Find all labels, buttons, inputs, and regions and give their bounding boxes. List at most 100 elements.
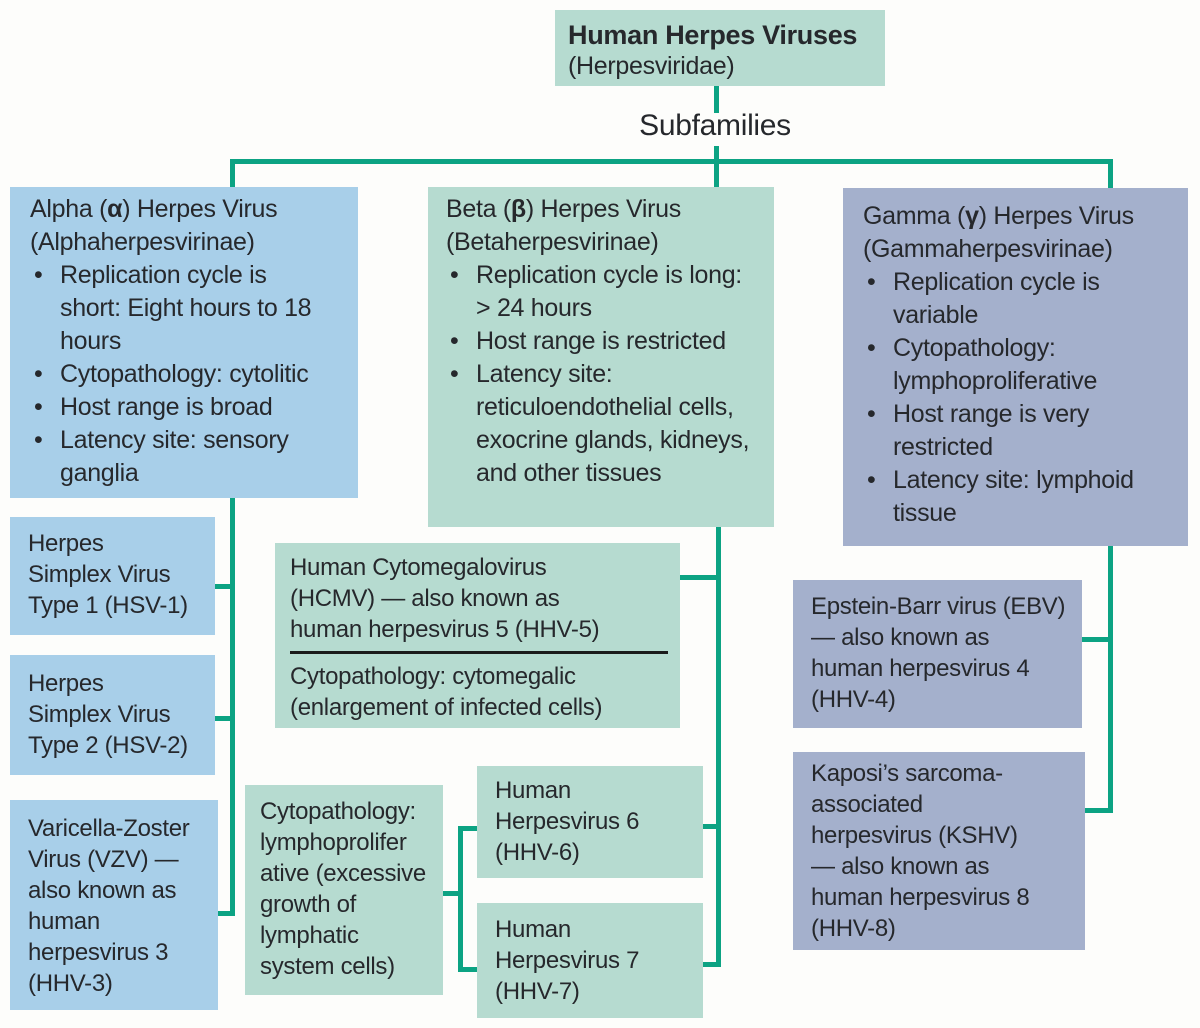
beta-greek-letter: β [510,195,526,223]
alpha-bullet-item: Cytopathology: cytolitic [30,358,332,391]
note-text-line: system cells) [260,953,395,980]
hhv6-text-line: Herpesvirus 6 [495,808,640,835]
hhv7-text-line: (HHV-7) [495,978,580,1005]
beta-family-subtitle: (Betaherpesvirinae) [446,228,659,256]
hhv6-text-line: (HHV-6) [495,839,580,866]
connector-branch-horizontal [230,159,1113,164]
hhv7-text-line: Human [495,916,571,943]
gamma-bullet-item: Latency site: lymphoid tissue [863,464,1174,530]
connector-vzv-elbow [218,911,235,916]
gamma-family-subtitle: (Gammaherpesvirinae) [863,235,1113,263]
ebv-text-line: human herpesvirus 4 [811,655,1030,682]
hsv1-text-line: Type 1 (HSV-1) [28,592,188,619]
connector-alpha-chain [230,498,235,916]
connector-beta-chain [716,527,721,967]
hcmv-cytopathology-line: (enlargement of infected cells) [290,694,603,721]
connector-note-bracket-bottom-stub [458,967,479,972]
hcmv-name-line: (HCMV) — also known as [290,585,560,612]
vzv-text-line: human [28,908,100,935]
connector-hcmv-tick [680,575,716,580]
connector-hhv7-elbow [702,962,716,967]
connector-hhv6-tick [702,824,716,829]
gamma-bullet-list: Replication cycle is variableCytopatholo… [863,266,1174,530]
gamma-bullet-item: Replication cycle is variable [863,266,1174,332]
beta-bullet-item: Replication cycle is long: > 24 hours [446,259,760,325]
connector-note-bracket-mid-stub [441,891,460,896]
note-text-line: Cytopathology: [260,798,416,825]
gamma-family-box: Gamma (γ) Herpes Virus (Gammaherpesvirin… [843,188,1188,546]
ebv-box: Epstein-Barr virus (EBV) — also known as h… [793,580,1082,728]
alpha-title-suffix: ) Herpes Virus [122,195,278,223]
root-subtitle: (Herpesviridae) [568,52,735,80]
connector-gamma-drop [1108,159,1113,189]
beta-bullet-item: Host range is restricted [446,325,760,358]
beta-bullet-item: Latency site: reticuloendothelial cells,… [446,358,760,490]
note-text-line: lymphoprolifer [260,829,407,856]
kshv-text-line: herpesvirus (KSHV) [811,822,1018,849]
connector-root-stem-lower [714,146,719,187]
vzv-text-line: Varicella-Zoster [28,815,190,842]
kshv-text-line: human herpesvirus 8 [811,884,1030,911]
alpha-title-prefix: Alpha ( [30,195,108,223]
hhv6-text-line: Human [495,777,571,804]
ebv-text-line: — also known as [811,624,990,651]
hcmv-name-line: human herpesvirus 5 (HHV-5) [290,616,600,643]
connector-gamma-chain [1108,546,1113,813]
ebv-text-line: (HHV-4) [811,686,896,713]
beta-bullet-list: Replication cycle is long: > 24 hoursHos… [446,259,760,490]
gamma-title-prefix: Gamma ( [863,202,966,230]
kshv-text-line: associated [811,791,923,818]
connector-ebv-tick [1081,637,1108,642]
alpha-bullet-item: Replication cycle is short: Eight hours … [30,259,332,358]
alpha-bullet-item: Latency site: sensory ganglia [30,424,332,490]
hcmv-name: Human Cytomegalovirus (HCMV) — also known… [290,552,670,645]
hsv2-text-line: Herpes [28,670,104,697]
connector-note-bracket-top-stub [458,826,479,831]
note-text-line: lymphatic [260,922,359,949]
gamma-bullet-item: Cytopathology: lymphoproliferative [863,332,1174,398]
kshv-text-line: (HHV-8) [811,915,896,942]
root-box: Human Herpes Viruses (Herpesviridae) [555,10,885,86]
hcmv-cytopathology: Cytopathology: cytomegalic (enlargement o… [290,661,670,723]
vzv-text-line: also known as [28,877,177,904]
kshv-text-line: — also known as [811,853,990,880]
hsv1-text-line: Simplex Virus [28,561,171,588]
gamma-bullet-item: Host range is very restricted [863,398,1174,464]
connector-note-bracket-vertical [458,826,463,972]
beta-title-suffix: ) Herpes Virus [525,195,681,223]
hcmv-cytopathology-line: Cytopathology: cytomegalic [290,663,576,690]
beta-family-title: Beta (β) Herpes Virus [446,193,760,226]
note-text-line: growth of [260,891,357,918]
connector-kshv-elbow [1084,808,1108,813]
alpha-family-subtitle: (Alphaherpesvirinae) [30,228,255,256]
alpha-family-title: Alpha (α) Herpes Virus [30,193,332,226]
hsv2-text-line: Simplex Virus [28,701,171,728]
connector-root-stem-upper [714,86,719,113]
kshv-box: Kaposi’s sarcoma-associated herpesvirus (… [793,752,1085,950]
connector-hsv1-tick [215,584,235,589]
gamma-greek-letter: γ [965,202,979,230]
alpha-bullet-item: Host range is broad [30,391,332,424]
alpha-family-box: Alpha (α) Herpes Virus (Alphaherpesvirin… [10,187,358,498]
vzv-text-line: herpesvirus 3 [28,939,169,966]
alpha-greek-letter: α [107,195,123,223]
gamma-title-suffix: ) Herpes Virus [978,202,1134,230]
beta-title-prefix: Beta ( [446,195,511,223]
hcmv-name-line: Human Cytomegalovirus [290,554,547,581]
ebv-text-line: Epstein-Barr virus (EBV) [811,593,1066,620]
connector-hsv2-tick [215,716,235,721]
hhv7-text-line: Herpesvirus 7 [495,947,640,974]
hsv2-text-line: Type 2 (HSV-2) [28,732,188,759]
connector-alpha-drop [230,159,235,188]
subfamilies-label: Subfamilies [639,109,791,142]
gamma-family-title: Gamma (γ) Herpes Virus [863,200,1174,233]
vzv-text-line: Virus (VZV) — [28,846,179,873]
hcmv-divider [290,651,668,654]
kshv-text-line: Kaposi’s sarcoma- [811,760,1003,787]
hsv1-text-line: Herpes [28,530,104,557]
